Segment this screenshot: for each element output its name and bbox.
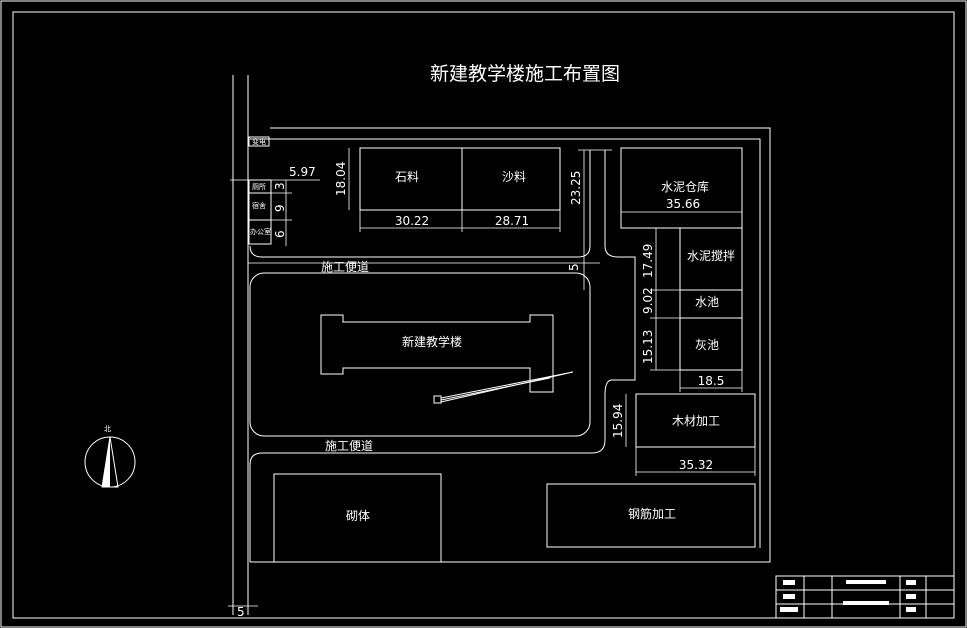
title-block-mark-1 [783, 580, 795, 585]
road-label-lower: 施工便道 [325, 439, 373, 453]
title-block-mark-8 [906, 607, 916, 612]
dim-597-label: 5.97 [289, 165, 316, 179]
dim-3022-label: 30.22 [395, 214, 429, 228]
rebar-processing-label: 钢筋加工 [628, 506, 676, 521]
dim-185-label: 18.5 [698, 374, 725, 388]
tower-crane-boom-inner [440, 377, 551, 401]
north-arrow-fill [102, 437, 110, 487]
toilet-label: 厕所 [252, 182, 266, 191]
office-label: 办公室 [250, 227, 271, 236]
title-block-mark-3 [780, 607, 798, 612]
north-label: 北 [104, 425, 111, 433]
title-block-mark-6 [906, 580, 916, 585]
sand-label: 沙料 [502, 170, 526, 184]
masonry-block [273, 473, 442, 563]
cement-mixing-label: 水泥搅拌 [687, 248, 735, 263]
right-road-outline [249, 150, 636, 562]
dim-5-road-label: 5 [567, 263, 581, 271]
new-building-outline [320, 314, 554, 393]
drawing-border [12, 11, 955, 619]
tower-crane-boom [440, 371, 574, 403]
dim-2871-label: 28.71 [495, 214, 529, 228]
substation-label: 变电 [252, 137, 266, 146]
top-zone-outline [249, 150, 591, 258]
dim-3532-label: 35.32 [679, 458, 713, 472]
wood-processing [635, 393, 756, 448]
rebar-processing [546, 483, 756, 548]
dim-3-label: 3 [273, 182, 287, 190]
dim-bottom-5-label: 5 [237, 605, 245, 619]
dim-902-label: 9.02 [641, 287, 655, 314]
stone-sand-block [359, 147, 561, 211]
dim-1749-label: 17.49 [641, 244, 655, 278]
title-block-mark-2 [783, 594, 795, 599]
stone-label: 石料 [395, 170, 419, 184]
site-boundary [250, 127, 771, 563]
title-block-mark-5 [843, 601, 889, 605]
building-zone [249, 272, 591, 437]
title-block [775, 575, 955, 619]
dim-2325-label: 23.25 [569, 171, 583, 205]
cement-warehouse-label: 水泥仓库 [661, 179, 709, 194]
new-building-label: 新建教学楼 [402, 334, 462, 349]
title-block-mark-7 [906, 594, 916, 599]
wood-processing-label: 木材加工 [672, 414, 720, 428]
drawing-title: 新建教学楼施工布置图 [430, 63, 620, 85]
dim-1804-label: 18.04 [334, 162, 348, 196]
title-block-mark-4 [846, 580, 886, 584]
dim-1513-label: 15.13 [641, 330, 655, 364]
dim-3566-label: 35.66 [666, 197, 700, 211]
dim-9-label: 9 [273, 204, 287, 212]
substation-room [248, 136, 270, 147]
dorm-label: 宿舍 [252, 201, 266, 210]
road-label-upper: 施工便道 [321, 260, 369, 274]
tower-crane-base [433, 395, 442, 404]
lime-pool-label: 灰池 [695, 338, 719, 352]
dim-1594-label: 15.94 [611, 404, 625, 438]
dim-6-label: 6 [273, 230, 287, 238]
upper-road-outline [250, 138, 761, 548]
water-pool-label: 水池 [695, 295, 719, 309]
masonry-label: 砌体 [346, 509, 370, 523]
